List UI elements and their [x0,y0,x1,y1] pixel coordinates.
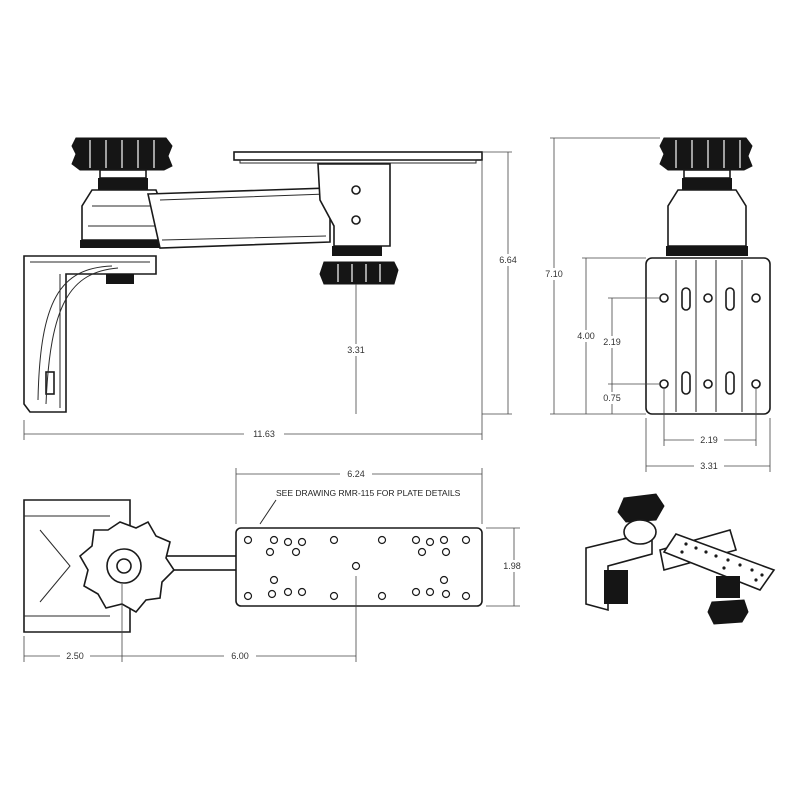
front-arm [147,187,331,249]
side-top-knob [659,137,753,171]
iso-top-knob [617,493,665,523]
iso-bottom-knob [707,599,749,625]
plate-details-note: SEE DRAWING RMR-115 FOR PLATE DETAILS [276,488,461,498]
front-right-nut [332,246,382,256]
dim-arm-length: 6.00 [231,651,249,661]
dim-plate-height: 6.64 [499,255,517,265]
dim-side-base-height: 4.00 [577,331,595,341]
front-left-base-ring [80,240,164,248]
front-bottom-knob [319,261,399,285]
top-knob [78,520,176,614]
dim-side-base-width: 3.31 [700,461,718,471]
front-plate-lip [239,159,477,164]
front-clamp-lines [30,261,150,408]
iso-clamp-dark [604,570,628,604]
side-body [667,189,747,247]
front-right-hole-lower [351,215,361,225]
front-clamp-slot [45,371,55,395]
front-left-body-lines [88,205,158,227]
dimension-labels: 11.63 6.64 3.31 7.10 4.00 2.19 0.75 2.19… [60,254,724,662]
side-base-ribs [675,260,743,412]
dim-side-hole-offset: 0.75 [603,393,621,403]
top-clamp-lines [24,515,110,617]
top-knob-ring [106,548,142,584]
front-cable [37,265,113,401]
dim-plate-width: 1.98 [503,561,521,571]
dim-side-hole-width: 2.19 [700,435,718,445]
side-base-plate [645,257,771,415]
side-nut [682,178,732,190]
top-view [23,499,483,633]
front-cable-2 [45,267,119,405]
plate-note-leader [259,499,277,525]
dim-lower-height: 3.31 [347,345,365,355]
front-view [23,137,483,413]
side-view [645,137,771,415]
dim-plate-length: 6.24 [347,469,365,479]
front-arm-lines [159,193,327,241]
top-knob-center [116,558,132,574]
front-clamp-screw [106,274,134,284]
dim-clamp-offset: 2.50 [66,651,84,661]
front-plate [233,151,483,161]
dim-side-hole-spacing: 2.19 [603,337,621,347]
dim-total-length: 11.63 [253,429,275,439]
front-left-knob [71,137,173,171]
front-left-collar [99,169,147,179]
front-left-nut [98,178,148,190]
iso-view [585,493,776,625]
dim-side-total-height: 7.10 [545,269,563,279]
side-base-ring [666,246,748,256]
iso-plate [662,533,776,591]
iso-plate-holes [680,542,764,582]
iso-lower-body [716,576,740,598]
iso-top-body [623,519,657,545]
front-right-hole-upper [351,185,361,195]
side-collar [683,169,731,179]
top-plate-holes [243,535,471,601]
